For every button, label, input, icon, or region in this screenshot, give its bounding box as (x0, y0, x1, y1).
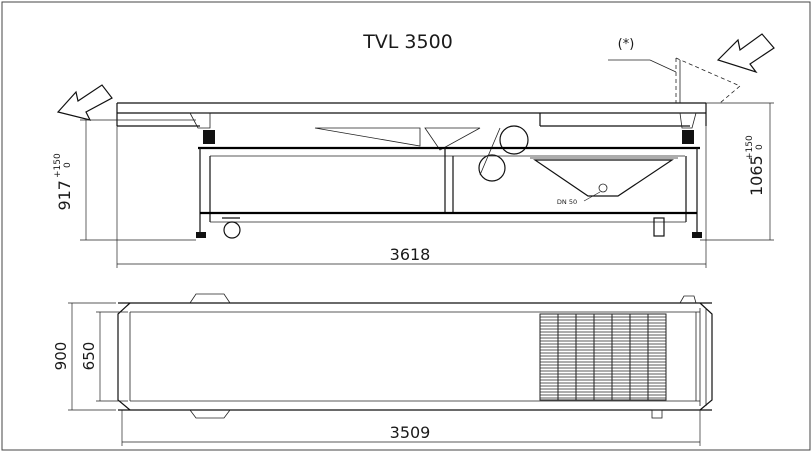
left-castor-wheel (223, 221, 241, 239)
motor-shaft (479, 127, 501, 176)
svg-text:0: 0 (755, 144, 765, 150)
drain-leader (583, 191, 601, 202)
right-spring-mount (682, 130, 694, 144)
lug-top-right (679, 295, 697, 304)
dim-label-height-left: 917 +150 0 (53, 153, 74, 211)
svg-text:0: 0 (63, 162, 73, 168)
left-hopper (189, 112, 211, 129)
annotation-leader (649, 59, 677, 73)
infeed-arrow-icon (56, 84, 113, 121)
svg-text:+150: +150 (53, 153, 63, 178)
lug-bottom-left (189, 409, 231, 419)
screen-grille (540, 314, 666, 400)
motor-upper (499, 125, 529, 155)
svg-text:900: 900 (52, 342, 70, 371)
dim-label-top-length: 3509 (390, 423, 431, 442)
left-spring-mount (203, 130, 215, 144)
collecting-tray (533, 159, 674, 197)
drawing-title: TVL 3500 (362, 31, 453, 53)
svg-text:650: 650 (80, 342, 98, 371)
top-left-end (117, 302, 131, 411)
screen-grille-frame (539, 313, 667, 401)
motor-arm (424, 127, 481, 151)
motor-bracket (314, 127, 421, 147)
svg-text:+150: +150 (745, 135, 755, 160)
lug-top-left (189, 293, 231, 304)
right-castor (653, 217, 665, 237)
dim-label-width-inner: 650 (80, 342, 98, 371)
annotation-marker: (*) (618, 37, 635, 52)
dim-label-height-right: 1065 +150 0 (745, 135, 766, 196)
chute-dashed-outline (675, 57, 741, 104)
lug-bottom-right (651, 409, 663, 419)
discharge-arrow-icon (716, 33, 775, 74)
svg-text:1065: 1065 (747, 155, 766, 196)
right-foot (692, 232, 702, 238)
drain-label: DN 50 (557, 198, 577, 206)
svg-text:917: 917 (55, 180, 74, 211)
dim-label-length: 3618 (390, 245, 431, 264)
left-foot (196, 232, 206, 238)
drain-outlet (598, 183, 608, 193)
right-hopper (679, 112, 697, 129)
top-view: 900 650 3509 (52, 293, 713, 446)
motor-lower (478, 154, 506, 182)
dim-label-width-outer: 900 (52, 342, 70, 371)
side-view: DN 50 917 +150 0 1065 +150 0 3618 (53, 33, 775, 268)
